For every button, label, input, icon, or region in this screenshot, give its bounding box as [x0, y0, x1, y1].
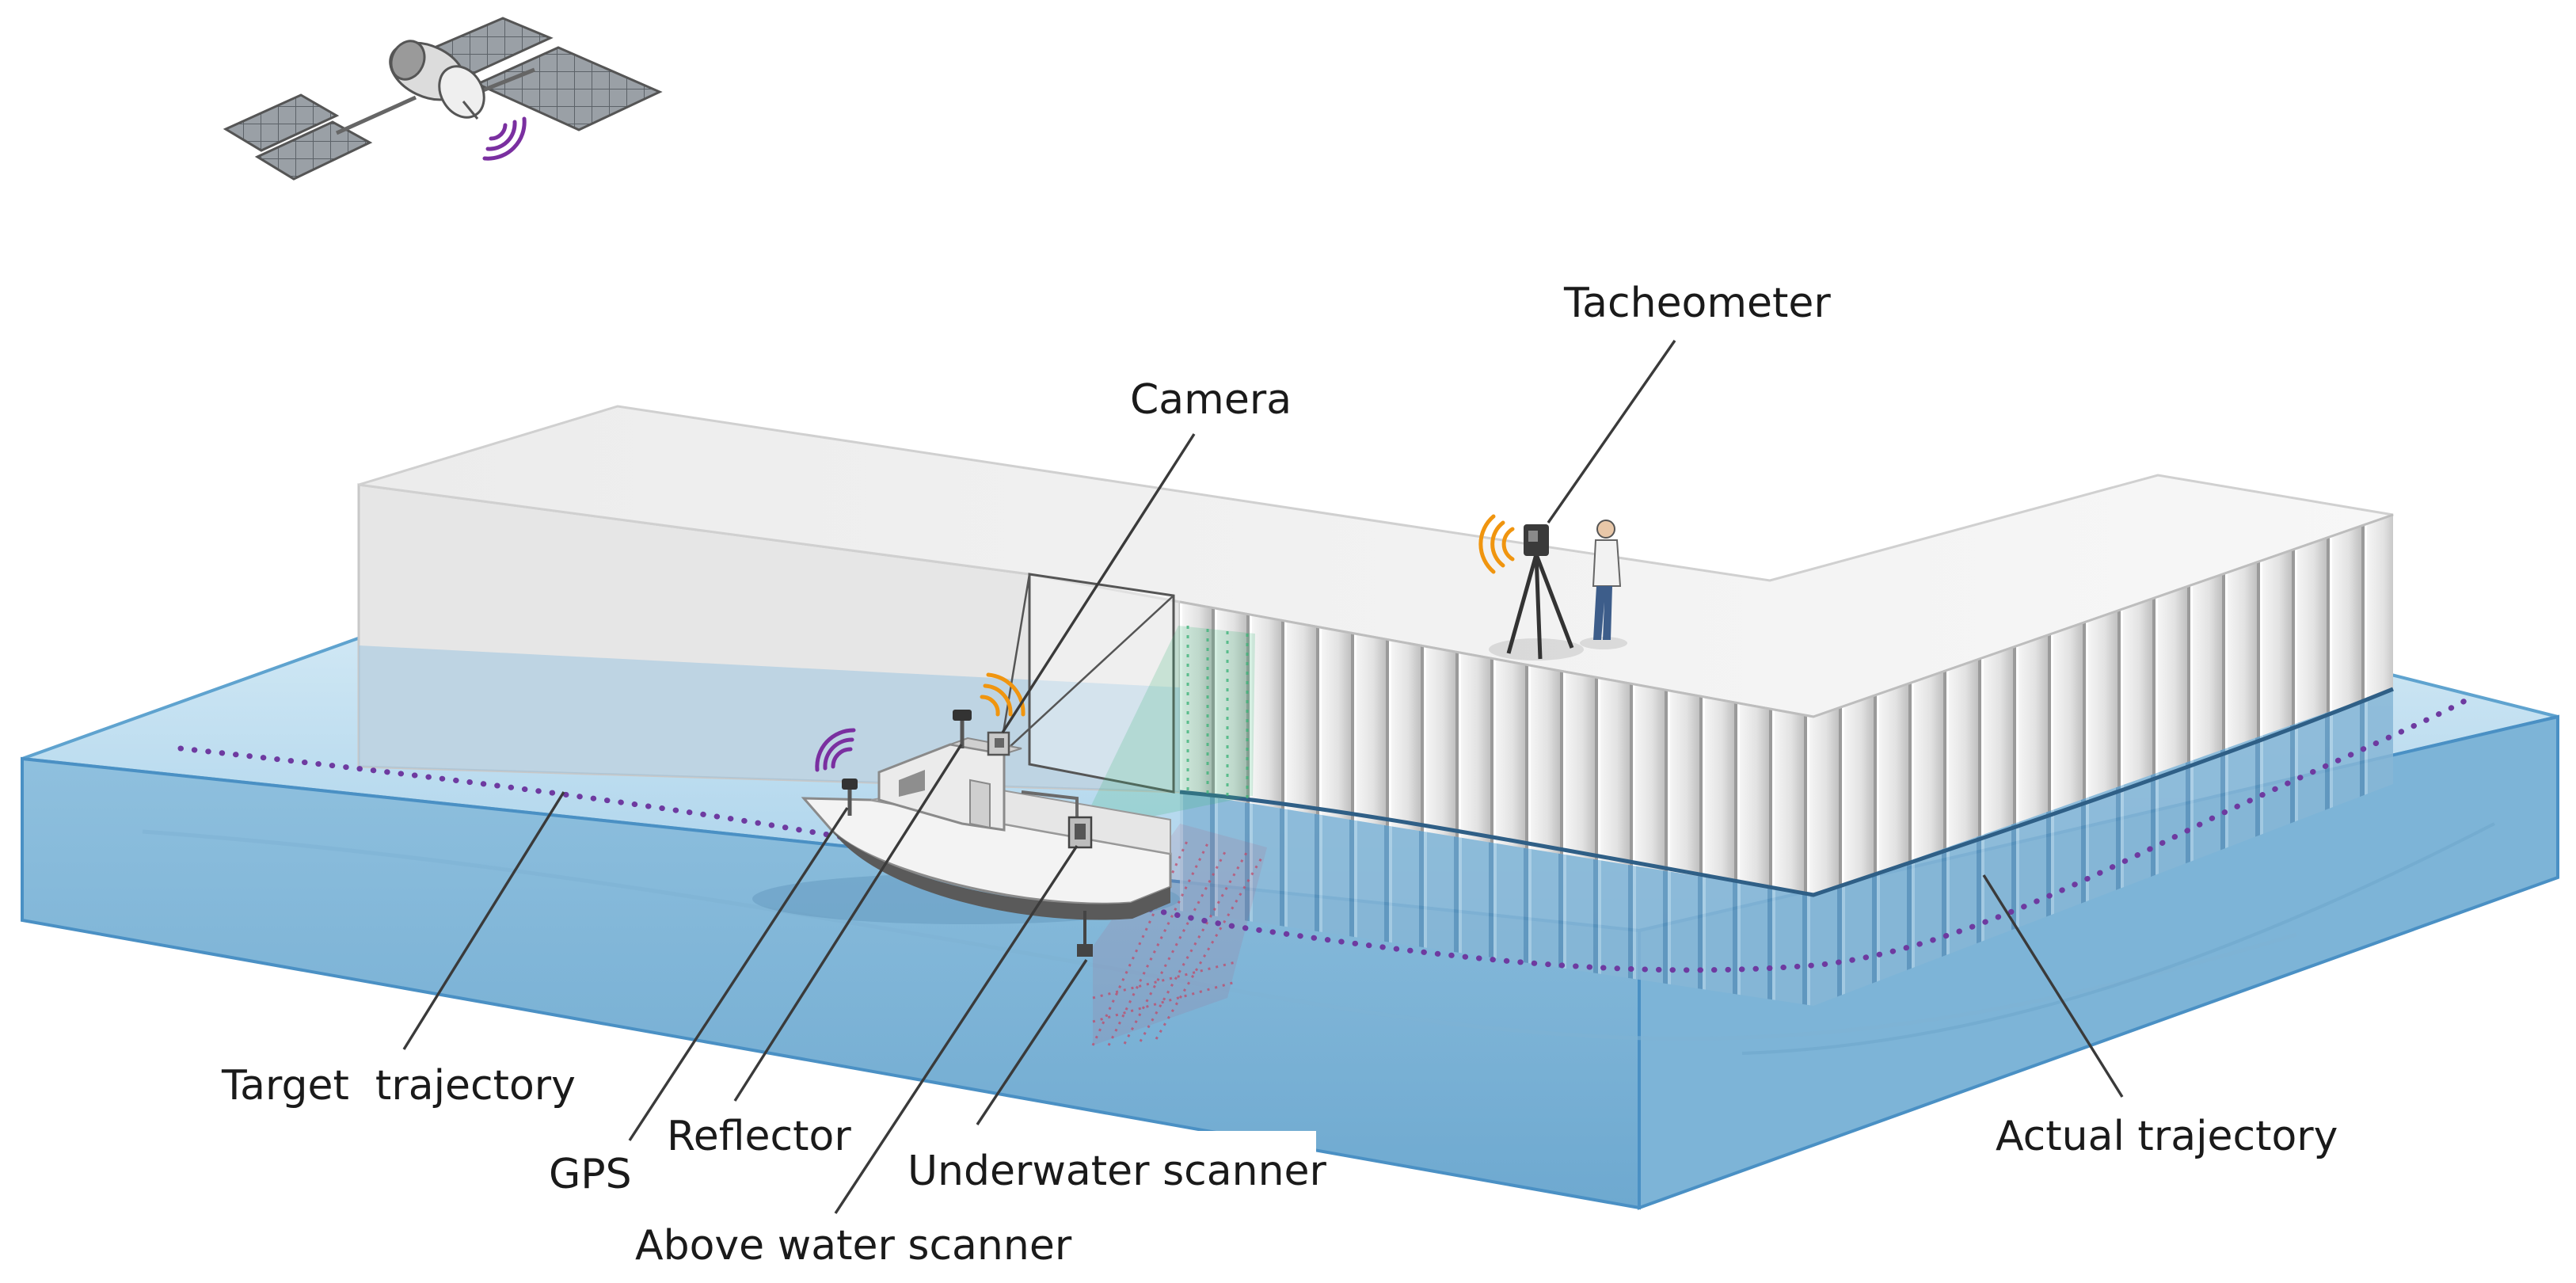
gps-antenna	[842, 779, 858, 816]
sheet-pile-wall-side	[1813, 515, 2393, 895]
leader-gps	[628, 807, 849, 1141]
label-actual-trajectory: Actual trajectory	[1996, 1113, 2338, 1160]
leader-camera	[1001, 433, 1196, 733]
sheet-pile-underwater-side	[1813, 689, 2393, 1006]
sheet-pile-wall-front	[1180, 602, 1813, 895]
sheet-pile-underwater-front	[1180, 792, 1813, 1006]
leader-tacheometer	[1547, 340, 1676, 523]
above-water-scanner-device	[1067, 816, 1093, 849]
leader-lines	[402, 340, 2124, 1214]
label-above-water-scanner: Above water scanner	[635, 1222, 1072, 1270]
label-target-trajectory: Target trajectory	[221, 1062, 576, 1110]
scan-visualisation	[998, 573, 1267, 1046]
label-camera: Camera	[1130, 376, 1292, 424]
leader-actual-trajectory	[1982, 874, 2124, 1098]
leader-underwater-scanner	[976, 959, 1088, 1125]
label-underwater-scanner: Underwater scanner	[907, 1148, 1327, 1195]
underwater-scan-beam	[1093, 824, 1267, 1045]
label-tacheometer: Tacheometer	[1563, 280, 1831, 327]
above-water-scan-beam	[1079, 626, 1255, 832]
label-gps: GPS	[549, 1151, 632, 1198]
underwater-scanner-device	[1077, 911, 1093, 957]
satellite-signal-waves	[482, 116, 527, 161]
reflector-signal-waves	[980, 672, 1025, 717]
labels: Tacheometer Camera Target trajectory GPS…	[221, 280, 2338, 1270]
quay-structure	[357, 405, 2394, 1006]
tacheometer-station	[1478, 514, 1584, 661]
satellite-icon	[223, 17, 663, 181]
survey-boat	[752, 710, 1180, 957]
leader-above-water-scanner	[834, 845, 1079, 1214]
gps-signal-waves	[815, 728, 856, 772]
surveyor-person	[1580, 520, 1627, 649]
reflector-prism	[953, 710, 972, 748]
label-reflector: Reflector	[667, 1113, 851, 1160]
leader-target-trajectory	[402, 791, 565, 1050]
trajectory-path	[177, 692, 2478, 973]
leader-reflector	[733, 744, 963, 1102]
camera-device	[987, 731, 1010, 756]
